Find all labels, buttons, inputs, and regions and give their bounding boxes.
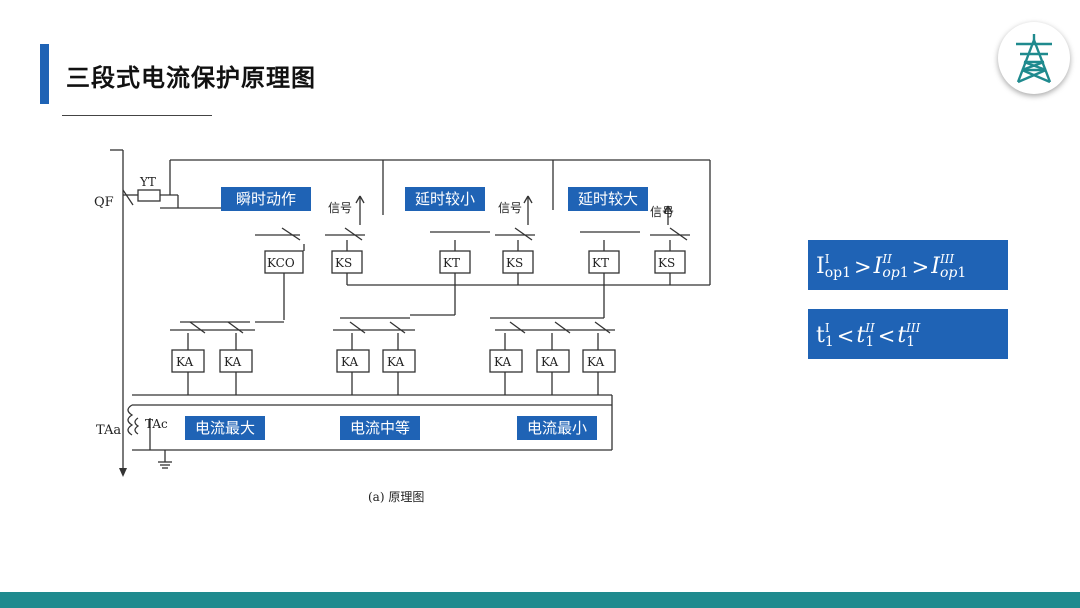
qf-label: QF [94,195,114,210]
page-title: 三段式电流保护原理图 [66,64,316,92]
company-logo [998,22,1070,94]
ka-label: KA [176,355,193,369]
ka-label: KA [341,355,358,369]
label-current-max: 电流最大 [185,416,265,440]
label-delay-small: 延时较小 [405,187,485,211]
transmission-tower-icon [1016,34,1052,84]
signal-label: 信号 [328,201,352,215]
kco-label: KCO [267,256,295,270]
signal-label: 信号 [650,205,674,219]
label-current-mid: 电流中等 [340,416,420,440]
tac-label: TAc [145,417,168,431]
label-delay-large: 延时较大 [568,187,648,211]
ks3-label: KS [658,256,675,270]
signal-label: 信号 [498,201,522,215]
ks1-label: KS [335,256,352,270]
footer-bar [0,592,1080,608]
taa-label: TAa [96,423,121,438]
diagram-caption: (a) 原理图 [368,490,424,504]
ka-label: KA [224,355,241,369]
ka-label: KA [541,355,558,369]
yt-label: YT [139,175,156,189]
ka-label: KA [387,355,404,369]
label-instant-action: 瞬时动作 [221,187,311,211]
ks2-label: KS [506,256,523,270]
title-underline [62,115,212,116]
ka-label: KA [494,355,511,369]
kt1-label: KT [443,256,460,270]
ka-label: KA [587,355,604,369]
kt2-label: KT [592,256,609,270]
title-accent-bar [40,44,49,104]
label-current-min: 电流最小 [517,416,597,440]
